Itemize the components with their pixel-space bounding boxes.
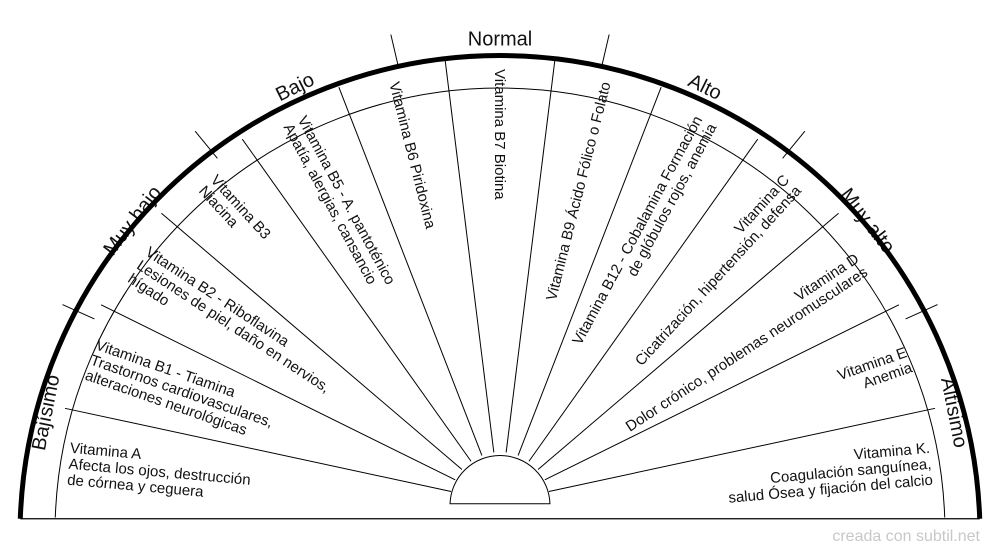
sector-label-0: Vitamina AAfecta los ojos, destrucciónde… (66, 440, 252, 505)
sector-divider (161, 212, 463, 470)
category-divider (905, 304, 938, 320)
category-divider (782, 130, 806, 159)
sector-label-6: Vitamina B7 Biotina (491, 69, 508, 200)
category-divider (194, 130, 218, 159)
dial-background (20, 55, 980, 519)
center-hub (449, 455, 551, 505)
sector-divider (241, 138, 472, 462)
watermark: creada con subtil.net (832, 528, 980, 545)
sector-divider (505, 60, 556, 453)
category-divider (62, 304, 95, 320)
sector-line: Vitamina B7 Biotina (491, 69, 508, 200)
category-divider (600, 34, 610, 69)
sector-divider (517, 87, 662, 456)
outer-arc (17, 53, 983, 519)
sector-line: Vitamina K. (853, 440, 931, 464)
sector-divider (544, 304, 900, 481)
sector-divider (338, 87, 483, 456)
sector-divider (548, 407, 936, 492)
sector-divider (528, 138, 759, 462)
category-divider (390, 34, 400, 69)
sector-divider (100, 304, 456, 481)
sector-divider (537, 212, 839, 470)
category-label-3: Normal (468, 29, 532, 51)
sector-divider (64, 407, 452, 492)
inner-band-arc (54, 87, 946, 518)
sector-line: Vitamina A (69, 440, 142, 463)
sector-divider (444, 60, 495, 453)
